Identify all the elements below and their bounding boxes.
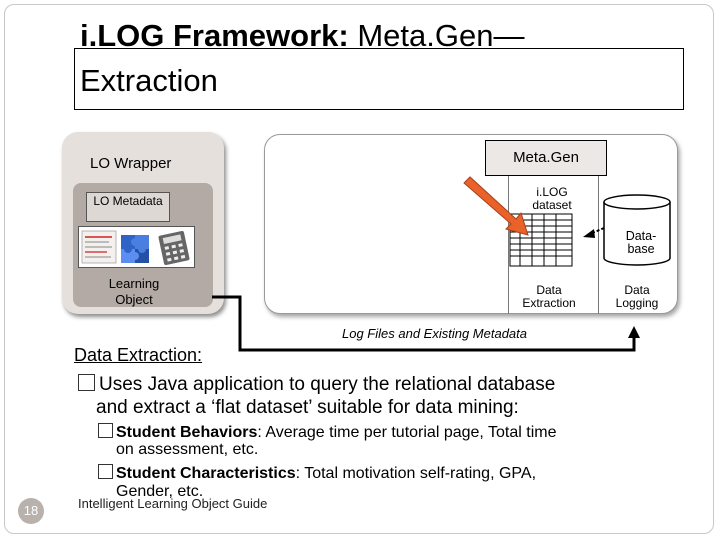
log-files-connector (212, 295, 640, 352)
divider-left (508, 176, 509, 314)
sub-bullet-2-text: : Total motivation self-rating, GPA, (295, 465, 537, 482)
page-number-badge: 18 (18, 498, 44, 524)
title-bold: i.LOG Framework: (80, 18, 349, 53)
bullet-square-icon (78, 374, 95, 391)
divider-right (598, 176, 599, 314)
learning-object-label: Learning Object (108, 276, 160, 307)
ilog-dataset-label: i.LOG dataset (532, 185, 572, 212)
dataset-grid-icon (509, 213, 573, 267)
bullet-line-2: and extract a ‘flat dataset’ suitable fo… (96, 397, 519, 418)
metagen-title-box: Meta.Gen (485, 140, 607, 176)
database-to-dataset-arrow (583, 227, 605, 238)
log-files-label: Log Files and Existing Metadata (342, 326, 527, 341)
slide-title-line2: Extraction (80, 63, 218, 98)
section-heading: Data Extraction: (74, 345, 203, 365)
sub-bullet-2: Student Characteristics: Total motivatio… (98, 464, 536, 483)
bullet-line-1: Uses Java application to query the relat… (78, 373, 555, 396)
slide-border (4, 4, 714, 534)
title-box (74, 48, 684, 110)
sub-bullet-2-continued: Gender, etc. (116, 483, 204, 500)
lo-wrapper-label: LO Wrapper (90, 155, 172, 172)
lo-metadata-box: LO Metadata (86, 192, 170, 222)
thumbnail-images (81, 230, 190, 266)
puzzle-icon (121, 235, 149, 263)
database-icon (603, 194, 671, 266)
sub-bullet-square-icon (98, 423, 113, 438)
sub-bullet-1-continued: on assessment, etc. (116, 441, 259, 458)
learning-object-thumbnails (78, 226, 195, 268)
database-label: Data-base (625, 229, 657, 256)
slide-title-line1: i.LOG Framework: Meta.Gen— (80, 19, 524, 53)
sub-bullet-1-text: : Average time per tutorial page, Total … (257, 424, 557, 441)
sub-bullet-square-icon (98, 464, 113, 479)
sub-bullet-2-bold: Student Characteristics (116, 465, 296, 482)
bullet-text-1: Uses Java application to query the relat… (99, 374, 556, 395)
footer-text: Intelligent Learning Object Guide (78, 496, 268, 511)
title-rest: Meta.Gen— (348, 18, 525, 53)
data-logging-label: Data Logging (615, 283, 659, 310)
orange-arrow (463, 176, 529, 236)
sub-bullet-1-bold: Student Behaviors (116, 424, 258, 441)
data-extraction-label: Data Extraction (522, 283, 576, 310)
sub-bullet-1: Student Behaviors: Average time per tuto… (98, 423, 557, 442)
calculator-icon (158, 230, 190, 266)
